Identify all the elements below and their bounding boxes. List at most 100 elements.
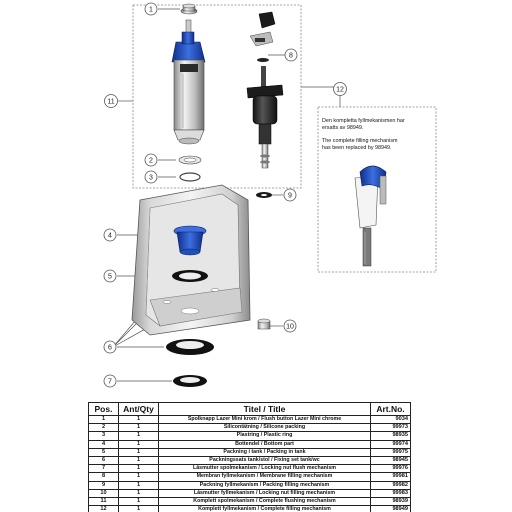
svg-text:9: 9 <box>288 193 292 200</box>
membrane-filling-part <box>249 11 276 62</box>
cell-qty: 1 <box>118 455 159 466</box>
cell-pos: 1 <box>88 414 119 425</box>
replacement-note: Den kompletta fyllmekanismen har ersatts… <box>322 118 405 151</box>
cell-pos: 10 <box>88 488 119 498</box>
cell-art: 9034 <box>370 414 411 425</box>
cell-art: 99983 <box>370 488 411 498</box>
cell-title: Bottendel / Bottom part <box>158 439 371 449</box>
header-qty: Ant/Qty <box>118 402 159 416</box>
cell-title: Packning i tank / Packing in tank <box>158 447 371 457</box>
cell-art: 99975 <box>370 447 411 457</box>
cell-pos: 8 <box>88 472 119 482</box>
callout-1: 1 <box>144 2 158 16</box>
filling-mechanism-frame <box>317 106 437 273</box>
tank-body <box>131 184 251 336</box>
cell-art: 99976 <box>370 464 411 474</box>
svg-text:5: 5 <box>108 274 112 281</box>
cell-art: 99974 <box>370 439 411 449</box>
callout-12: 12 <box>333 82 347 96</box>
cell-pos: 6 <box>88 455 119 466</box>
svg-text:4: 4 <box>108 233 112 240</box>
complete-filling-mechanism-part <box>354 165 387 267</box>
parts-table-header: Pos. Ant/Qty Titel / Title Art.No. <box>88 402 411 416</box>
svg-text:10: 10 <box>286 324 294 331</box>
cell-title: Komplett spolmekanism / Complete flushin… <box>158 496 371 507</box>
cell-art: 99982 <box>370 480 411 490</box>
cell-qty: 1 <box>118 447 159 457</box>
svg-text:8: 8 <box>289 53 293 60</box>
svg-text:11: 11 <box>107 99 114 106</box>
plastic-ring-part <box>179 172 201 182</box>
cell-title: Silicontätning / Silicone packing <box>158 423 371 433</box>
packing-in-tank-part <box>172 270 208 282</box>
filling-valve-assembly <box>246 66 284 169</box>
callout-8: 8 <box>284 48 298 62</box>
cell-art: 98935 <box>370 431 411 441</box>
fixing-set-gasket-part <box>166 339 214 355</box>
cell-qty: 1 <box>118 505 159 512</box>
cell-pos: 2 <box>88 423 119 433</box>
cell-pos: 3 <box>88 431 119 441</box>
callout-7: 7 <box>103 374 117 388</box>
cell-title: Packning fyllmekanism / Packing filling … <box>158 480 371 490</box>
cell-qty: 1 <box>118 431 159 441</box>
cell-qty: 1 <box>118 496 159 507</box>
callout-11: 11 <box>104 94 118 108</box>
cell-art: 98939 <box>370 496 411 507</box>
cell-pos: 5 <box>88 447 119 457</box>
cell-pos: 4 <box>88 439 119 449</box>
cell-pos: 11 <box>88 496 119 507</box>
cell-qty: 1 <box>118 464 159 474</box>
svg-text:1: 1 <box>149 7 153 14</box>
flushing-mechanism-part <box>171 19 206 145</box>
callout-6: 6 <box>103 340 117 354</box>
svg-text:12: 12 <box>336 87 344 94</box>
note-line-en-2: has been replaced by 98949. <box>322 145 392 151</box>
flush-button-part <box>180 3 198 15</box>
note-line-sv-1: Den kompletta fyllmekanismen har <box>322 118 405 124</box>
cell-qty: 1 <box>118 439 159 449</box>
svg-text:7: 7 <box>108 379 112 386</box>
callout-9: 9 <box>283 188 297 202</box>
note-line-sv-2: ersatts av 98949. <box>322 125 363 131</box>
cell-qty: 1 <box>118 488 159 498</box>
bottom-part <box>173 225 207 256</box>
locking-nut-filling-part <box>257 318 271 330</box>
callout-2: 2 <box>144 153 158 167</box>
locking-nut-flush-part <box>173 375 207 387</box>
callout-5: 5 <box>103 269 117 283</box>
header-art: Art.No. <box>370 402 411 416</box>
cell-title: Membran fyllmekanism / Membrane filling … <box>158 472 371 482</box>
cell-art: 99973 <box>370 423 411 433</box>
cell-art: 98949 <box>370 505 411 512</box>
silicone-packing-part <box>178 155 202 165</box>
cell-art: 98945 <box>370 455 411 466</box>
svg-text:3: 3 <box>149 175 153 182</box>
cell-title: Låsmutter spolmekanism / Locking nut flu… <box>158 464 371 474</box>
cell-title: Packningssats tank/stol / Fixing set tan… <box>158 455 371 466</box>
header-pos: Pos. <box>88 402 119 416</box>
svg-text:6: 6 <box>108 345 112 352</box>
cell-title: Komplett fyllmekanism / Complete filling… <box>158 505 371 512</box>
callout-10: 10 <box>283 319 297 333</box>
cell-qty: 1 <box>118 423 159 433</box>
cell-title: Spolknapp Lazer Mini krom / Flush button… <box>158 414 371 425</box>
cell-qty: 1 <box>118 472 159 482</box>
callout-4: 4 <box>103 228 117 242</box>
cell-pos: 7 <box>88 464 119 474</box>
callout-3: 3 <box>144 170 158 184</box>
